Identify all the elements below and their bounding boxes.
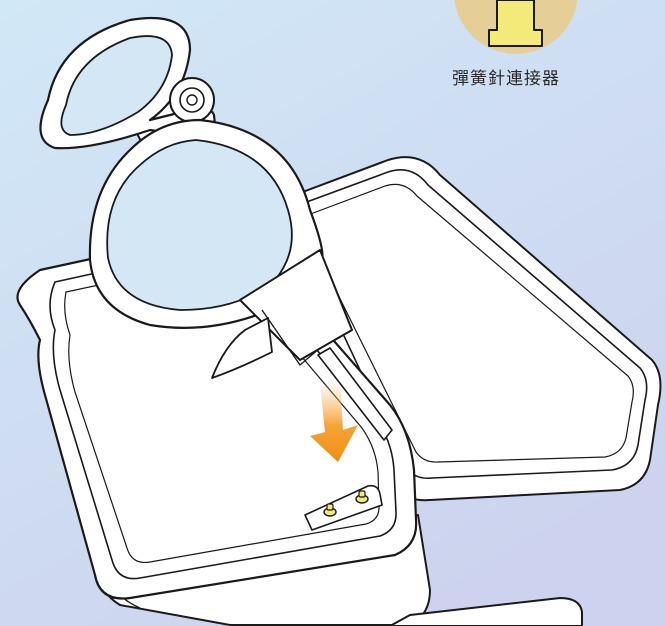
pogo-pin-connector-icon [489,0,542,46]
callout-label: 彈簧針連接器 [452,64,560,89]
